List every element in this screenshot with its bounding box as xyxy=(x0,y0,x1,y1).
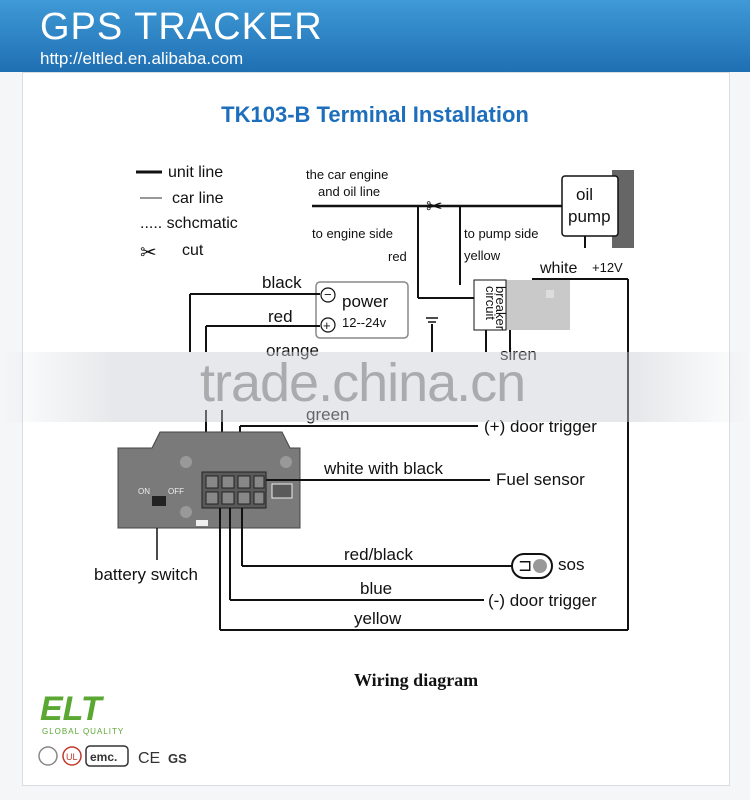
orange-wire-label: orange xyxy=(266,341,319,360)
ce-mark: CE xyxy=(138,750,160,767)
legend-car-line: car line xyxy=(172,190,224,207)
black-wire-label: black xyxy=(262,273,302,292)
white-wire-label: white xyxy=(539,260,577,277)
diagram-caption: Wiring diagram xyxy=(354,670,478,690)
breaker-label-2: breaker xyxy=(493,286,508,331)
oil-pump-label-2: pump xyxy=(568,207,611,226)
legend-unit-line: unit line xyxy=(168,164,223,181)
power-plus-terminal xyxy=(320,317,336,333)
unit-screw xyxy=(180,506,192,518)
elt-logo: ELT GLOBAL QUALITY xyxy=(40,690,124,736)
diagram-title: TK103-B Terminal Installation xyxy=(221,102,529,127)
plus12v-label: +12V xyxy=(592,260,623,275)
red-wire-label: red xyxy=(268,307,293,326)
battery-switch-label: battery switch xyxy=(94,565,198,584)
siren-label: siren xyxy=(500,345,537,364)
oil-pump-box xyxy=(561,175,619,237)
power-box xyxy=(315,281,409,339)
engine-line-label-1: the car engine xyxy=(306,167,388,182)
unit-on-label: ON xyxy=(138,487,150,496)
power-label: power xyxy=(342,292,389,311)
legend-cut: cut xyxy=(182,242,204,259)
watermark: trade.china.cn xyxy=(200,353,526,413)
unit-screw xyxy=(180,456,192,468)
white-black-wire-label: white with black xyxy=(323,459,444,478)
watermark-band xyxy=(0,352,750,422)
tuv-icon xyxy=(38,746,58,766)
scissors-icon: ✂ xyxy=(140,242,157,264)
door-trigger-positive: (+) door trigger xyxy=(484,417,597,436)
red-black-wire-label: red/black xyxy=(344,545,413,564)
power-minus: − xyxy=(324,287,332,302)
engine-side-label: to engine side xyxy=(312,226,393,241)
legend-schematic: ..... schcmatic xyxy=(140,215,238,232)
svg-text:⊐: ⊐ xyxy=(518,556,532,575)
header-banner xyxy=(0,0,750,72)
door-trigger-negative: (-) door trigger xyxy=(488,591,597,610)
power-minus-terminal xyxy=(320,287,336,303)
cut-scissors-icon: ✂ xyxy=(426,196,443,218)
pump-yellow-label: yellow xyxy=(464,248,501,263)
power-range: 12--24v xyxy=(342,315,387,330)
unit-off-label: OFF xyxy=(168,487,184,496)
green-wire-label: green xyxy=(306,405,349,424)
yellow-wire-label: yellow xyxy=(354,609,402,628)
certification-row: UL emc. CE GS xyxy=(38,745,187,767)
brand-title: GPS TRACKER xyxy=(40,6,323,48)
oil-pump-label-1: oil xyxy=(576,185,593,204)
gs-mark: GS xyxy=(168,751,187,766)
sos-label: sos xyxy=(558,555,584,574)
blue-wire-label: blue xyxy=(360,579,392,598)
fuel-sensor-label: Fuel sensor xyxy=(496,470,585,489)
logo-tagline: GLOBAL QUALITY xyxy=(42,727,124,736)
battery-switch xyxy=(152,496,166,506)
engine-red-label: red xyxy=(388,249,407,264)
pump-side-label: to pump side xyxy=(464,226,538,241)
emc-mark: emc. xyxy=(90,750,117,764)
ul-icon xyxy=(62,746,82,766)
brand-url[interactable]: http://eltled.en.alibaba.com xyxy=(40,49,244,68)
svg-text:UL: UL xyxy=(66,752,78,762)
power-plus: + xyxy=(323,318,331,333)
breaker-label-1: circuit xyxy=(483,286,498,320)
engine-line-label-2: and oil line xyxy=(318,184,380,199)
unit-screw xyxy=(280,456,292,468)
logo-text: ELT xyxy=(40,690,105,728)
